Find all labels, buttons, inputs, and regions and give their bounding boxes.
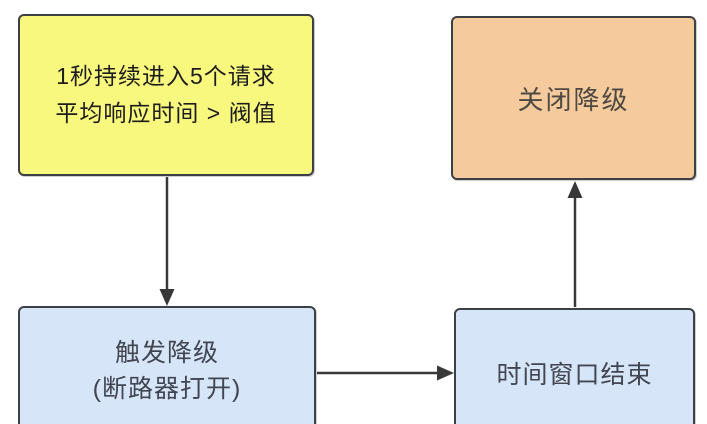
node-trigger-degrade: 触发降级 (断路器打开): [18, 306, 316, 424]
arrow-time-window-to-close: [567, 181, 583, 307]
arrow-condition-to-trigger: [159, 177, 175, 306]
node-condition-line2: 平均响应时间 > 阀值: [55, 100, 277, 126]
node-condition: 1秒持续进入5个请求 平均响应时间 > 阀值: [18, 14, 314, 176]
node-condition-line1: 1秒持续进入5个请求: [56, 63, 276, 89]
node-close-degrade-label: 关闭降级: [517, 84, 630, 115]
node-time-window: 时间窗口结束: [454, 308, 695, 424]
arrow-trigger-to-time-window: [317, 365, 454, 381]
node-trigger-degrade-line1: 触发降级: [114, 339, 219, 367]
node-time-window-label: 时间窗口结束: [496, 361, 653, 389]
node-close-degrade: 关闭降级: [451, 16, 696, 180]
node-trigger-degrade-line2: (断路器打开): [92, 375, 242, 403]
